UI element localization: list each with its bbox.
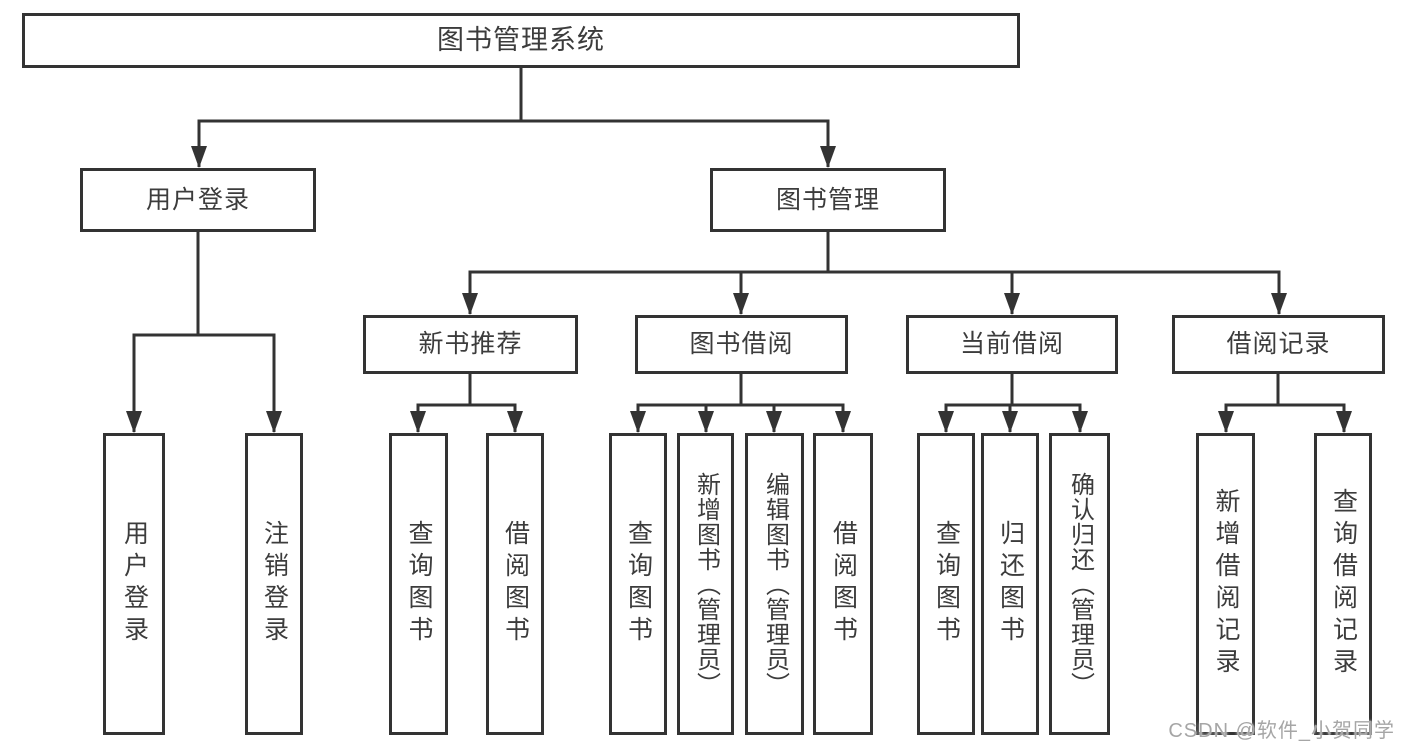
arrowhead: [630, 411, 646, 433]
arrowhead: [835, 411, 851, 433]
node-borrow-books-under-recommend: 借阅图书: [486, 433, 544, 735]
node-library-management-system: 图书管理系统: [22, 13, 1020, 68]
arrowhead: [938, 411, 954, 433]
node-label: 图书管理系统: [437, 25, 605, 55]
node-query-borrow-record: 查询借阅记录: [1314, 433, 1372, 735]
node-query-books-under-borrowing: 查询图书: [609, 433, 667, 735]
csdn-watermark: CSDN @软件_小贺同学: [1168, 720, 1395, 742]
node-label: 借阅图书: [829, 520, 858, 648]
node-label: 注销登录: [260, 520, 289, 648]
node-borrow-books-under-borrowing: 借阅图书: [813, 433, 873, 735]
arrowhead: [462, 293, 478, 315]
node-user-login-leaf: 用户登录: [103, 433, 165, 735]
node-label: 归还图书: [996, 520, 1025, 648]
node-label: 用户登录: [145, 185, 250, 214]
node-label: 查询图书: [932, 520, 961, 648]
node-logout-leaf: 注销登录: [245, 433, 303, 735]
node-label: 图书管理: [775, 185, 880, 214]
node-label: 查询借阅记录: [1329, 488, 1358, 680]
arrowhead: [766, 411, 782, 433]
arrowhead: [1004, 293, 1020, 315]
node-new-book-recommend: 新书推荐: [363, 315, 578, 374]
node-label: 查询图书: [405, 520, 433, 648]
node-label: 新增图书（管理员）: [692, 471, 720, 697]
node-label: 图书借阅: [689, 330, 794, 358]
arrowhead: [266, 411, 282, 433]
arrowhead: [507, 411, 523, 433]
arrowhead: [191, 146, 207, 168]
node-book-borrowing: 图书借阅: [635, 315, 848, 374]
arrowhead: [1218, 411, 1234, 433]
node-query-books-under-current: 查询图书: [917, 433, 975, 735]
node-label: 当前借阅: [959, 330, 1064, 358]
arrowhead: [1072, 411, 1088, 433]
node-add-books-admin: 新增图书（管理员）: [677, 433, 734, 735]
node-label: 新增借阅记录: [1212, 488, 1240, 680]
node-book-management-branch: 图书管理: [710, 168, 946, 232]
node-edit-books-admin: 编辑图书（管理员）: [745, 433, 804, 735]
node-add-borrow-record: 新增借阅记录: [1196, 433, 1255, 735]
arrowhead: [820, 146, 836, 168]
arrowhead: [733, 293, 749, 315]
node-label: 借阅记录: [1226, 330, 1331, 358]
node-user-login-branch: 用户登录: [80, 168, 316, 232]
arrowhead: [698, 411, 714, 433]
arrowhead: [126, 411, 142, 433]
node-current-borrowing: 当前借阅: [906, 315, 1118, 374]
node-borrow-records: 借阅记录: [1172, 315, 1385, 374]
node-query-books-under-recommend: 查询图书: [389, 433, 448, 735]
arrowhead: [1002, 411, 1018, 433]
node-label: 编辑图书（管理员）: [761, 471, 789, 697]
arrowhead: [1271, 293, 1287, 315]
node-label: 用户登录: [120, 520, 149, 648]
node-label: 新书推荐: [418, 330, 523, 358]
node-label: 借阅图书: [501, 520, 530, 648]
node-label: 确认归还（管理员）: [1066, 471, 1094, 697]
node-label: 查询图书: [624, 520, 653, 648]
arrowhead: [1336, 411, 1352, 433]
node-return-books: 归还图书: [981, 433, 1039, 735]
arrowhead: [410, 411, 426, 433]
node-confirm-return-admin: 确认归还（管理员）: [1049, 433, 1110, 735]
